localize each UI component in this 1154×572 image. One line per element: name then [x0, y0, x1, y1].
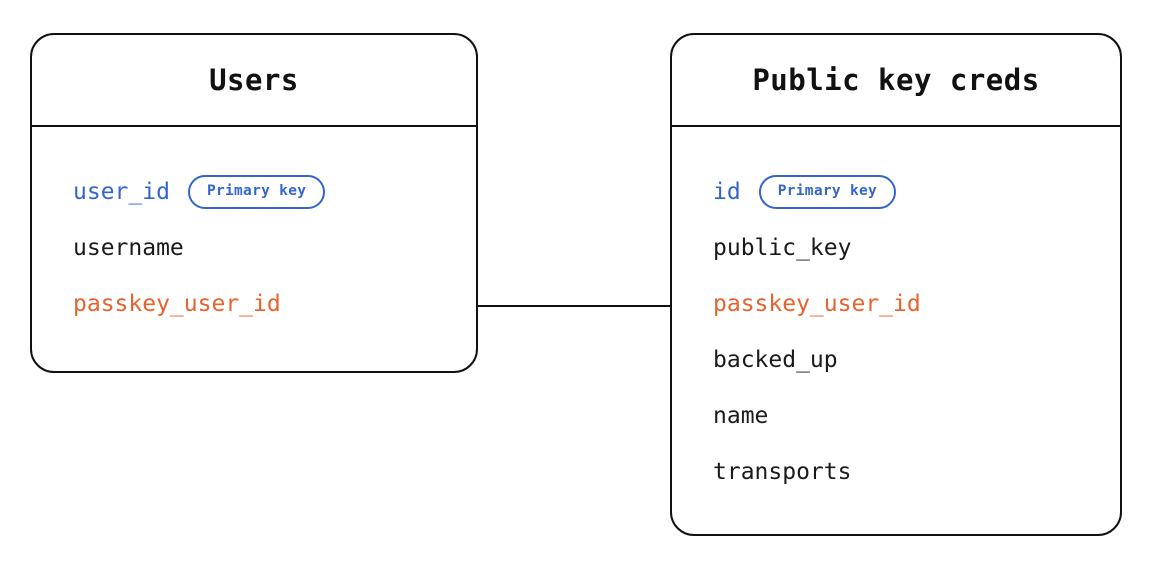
- field-row-name[interactable]: name: [672, 388, 1120, 444]
- field-name-passkey-user-id: passkey_user_id: [73, 290, 281, 317]
- field-name-name: name: [713, 402, 769, 429]
- field-name-username: username: [73, 234, 184, 261]
- entity-public-key-creds-header: Public key creds: [672, 35, 1120, 127]
- entity-public-key-creds-title: Public key creds: [752, 62, 1040, 97]
- field-row-passkey-user-id[interactable]: passkey_user_id: [32, 276, 476, 332]
- field-name-id: id: [713, 178, 741, 205]
- entity-users[interactable]: Users user_id Primary key username passk…: [30, 33, 478, 373]
- entity-users-title: Users: [209, 62, 299, 97]
- entity-public-key-creds-field-list: id Primary key public_key passkey_user_i…: [672, 127, 1120, 534]
- primary-key-badge: Primary key: [187, 175, 326, 209]
- field-row-id[interactable]: id Primary key: [672, 164, 1120, 220]
- field-name-backed-up: backed_up: [713, 346, 838, 373]
- relationship-connector-users-public-key-creds: [477, 305, 672, 307]
- field-row-username[interactable]: username: [32, 220, 476, 276]
- field-row-passkey-user-id[interactable]: passkey_user_id: [672, 276, 1120, 332]
- field-name-passkey-user-id: passkey_user_id: [713, 290, 921, 317]
- field-name-public-key: public_key: [713, 234, 852, 261]
- field-row-public-key[interactable]: public_key: [672, 220, 1120, 276]
- entity-public-key-creds[interactable]: Public key creds id Primary key public_k…: [670, 33, 1122, 536]
- field-row-backed-up[interactable]: backed_up: [672, 332, 1120, 388]
- primary-key-badge: Primary key: [758, 175, 897, 209]
- field-row-transports[interactable]: transports: [672, 444, 1120, 500]
- field-name-transports: transports: [713, 458, 852, 485]
- entity-users-field-list: user_id Primary key username passkey_use…: [32, 127, 476, 371]
- entity-users-header: Users: [32, 35, 476, 127]
- field-name-user-id: user_id: [73, 178, 170, 205]
- field-row-user-id[interactable]: user_id Primary key: [32, 164, 476, 220]
